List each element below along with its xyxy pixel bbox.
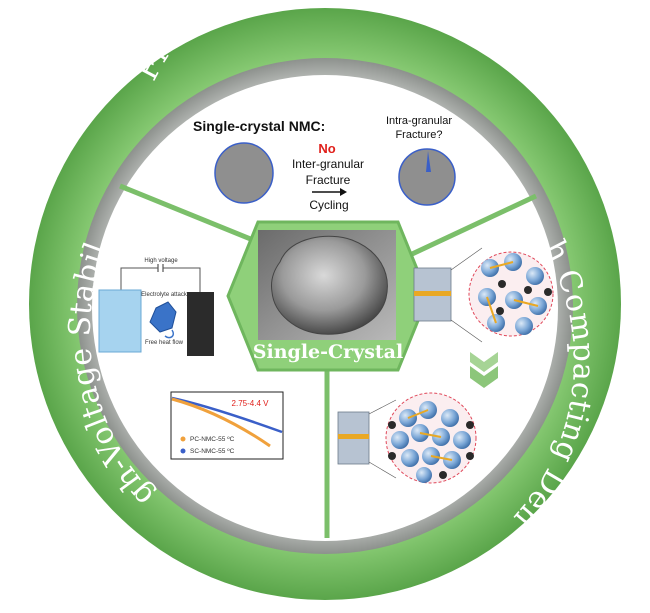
right-panel xyxy=(337,247,554,484)
high-voltage-label: High voltage xyxy=(144,258,178,264)
dark-particle xyxy=(388,452,396,460)
dark-particle xyxy=(388,421,396,429)
dense-spheres xyxy=(388,401,474,483)
sphere xyxy=(391,431,409,449)
voltage-range-label: 2.75-4.4 V xyxy=(232,399,270,408)
sphere xyxy=(453,431,471,449)
no-label: No xyxy=(318,141,335,156)
binder-links xyxy=(486,261,539,324)
compaction-chevron-1 xyxy=(470,352,498,372)
sphere xyxy=(526,267,544,285)
zoom-line-3 xyxy=(368,399,397,415)
center-label: Single-Crystal xyxy=(253,341,403,363)
sphere xyxy=(401,449,419,467)
zoom-line-4 xyxy=(368,461,397,479)
intergranular-label: Inter-granular xyxy=(292,157,364,171)
loose-slab-band xyxy=(414,291,451,296)
dark-particle xyxy=(439,471,447,479)
cycling-label: Cycling xyxy=(309,198,348,212)
dark-particle xyxy=(498,280,506,288)
cathode-electrode xyxy=(98,289,142,353)
sphere xyxy=(515,317,533,335)
heat-flow-arrow xyxy=(164,329,175,339)
binder-links xyxy=(407,409,453,461)
circuit-wire xyxy=(120,267,201,298)
pc-curve xyxy=(171,397,271,448)
left-panel: High voltage Electrolyte attack Free hea… xyxy=(98,258,284,460)
dark-particle xyxy=(466,452,474,460)
fracture-label: Fracture xyxy=(306,173,351,187)
single-crystal-particle xyxy=(271,235,388,335)
crystal-hexagon-icon xyxy=(149,301,177,333)
dark-particle xyxy=(496,307,504,315)
loose-spheres xyxy=(478,253,552,335)
divider-left xyxy=(119,183,259,245)
legend-pc-label: PC-NMC-55 ºC xyxy=(190,436,235,443)
dark-particle xyxy=(466,421,474,429)
cycling-arrow-head xyxy=(340,188,347,196)
sphere xyxy=(441,409,459,427)
dense-slab-band xyxy=(338,434,369,439)
top-panel-title: Single-crystal NMC: xyxy=(193,118,325,134)
intact-particle-circle xyxy=(214,142,274,204)
legend-pc-marker xyxy=(180,436,186,442)
free-heat-flow-label: Free heat flow xyxy=(145,340,184,346)
dark-particle xyxy=(544,288,552,296)
intragranular-crack xyxy=(426,151,431,172)
cracked-particle-circle xyxy=(398,148,456,206)
top-panel: Single-crystal NMC: No Inter-granular Fr… xyxy=(193,115,456,212)
fracture-question-label: Fracture? xyxy=(395,129,442,141)
zoom-line-1 xyxy=(450,247,483,271)
sphere xyxy=(416,467,432,483)
sc-curve xyxy=(171,396,283,434)
divider-right xyxy=(393,193,538,265)
intragranular-label: Intra-granular xyxy=(386,115,452,127)
dark-particle xyxy=(524,286,532,294)
compaction-chevron-2 xyxy=(470,366,498,388)
anode-electrode xyxy=(187,292,214,356)
electrolyte-attack-label: Electrolyte attack xyxy=(141,292,188,298)
zoom-line-2 xyxy=(450,319,483,343)
legend-sc-label: SC-NMC-55 ºC xyxy=(190,448,235,455)
legend-sc-marker xyxy=(180,448,186,454)
